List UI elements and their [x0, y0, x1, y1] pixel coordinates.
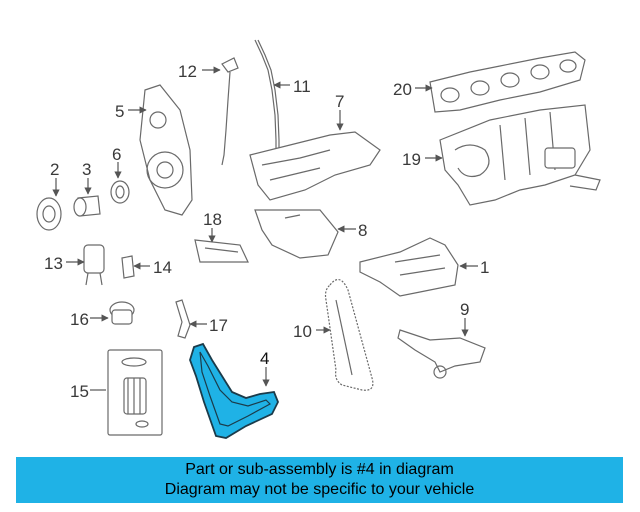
- part-6-seal[interactable]: [110, 180, 130, 204]
- part-4-chain-guide-highlighted[interactable]: [189, 342, 279, 439]
- callout-8[interactable]: 8: [358, 221, 367, 240]
- callout-16[interactable]: 16: [70, 310, 89, 329]
- callout-17[interactable]: 17: [209, 316, 228, 335]
- part-14-gasket[interactable]: [121, 255, 135, 279]
- part-15-oil-filter[interactable]: [107, 349, 163, 436]
- part-17-guide[interactable]: [175, 299, 191, 339]
- part-1-housing[interactable]: [359, 237, 459, 297]
- banner-line-2: Diagram may not be specific to your vehi…: [164, 481, 475, 498]
- part-5-timing-cover[interactable]: [139, 84, 193, 216]
- callout-9[interactable]: 9: [460, 300, 469, 319]
- callout-2[interactable]: 2: [50, 160, 59, 179]
- callout-11[interactable]: 11: [293, 77, 311, 96]
- callout-19[interactable]: 19: [402, 150, 421, 169]
- parts-diagram: 20 19 12 11 7 5 2: [36, 39, 601, 439]
- callout-14[interactable]: 14: [153, 258, 172, 277]
- part-11-dipstick-tube[interactable]: [254, 39, 280, 155]
- part-8-lower-oil-pan[interactable]: [254, 209, 339, 259]
- callout-10[interactable]: 10: [293, 322, 312, 341]
- part-10-timing-chain[interactable]: [324, 279, 374, 391]
- callout-3[interactable]: 3: [82, 160, 91, 179]
- callout-15[interactable]: 15: [70, 382, 89, 401]
- callout-18[interactable]: 18: [203, 210, 222, 229]
- callout-1[interactable]: 1: [480, 258, 489, 277]
- callout-4[interactable]: 4: [260, 349, 269, 368]
- part-13-valve[interactable]: [83, 244, 105, 286]
- banner-line-1: Part or sub-assembly is #4 in diagram: [185, 461, 454, 478]
- part-19-intake-manifold[interactable]: [439, 104, 601, 206]
- part-9-oil-pump[interactable]: [397, 329, 486, 379]
- part-3-hub[interactable]: [73, 195, 101, 217]
- callout-5[interactable]: 5: [115, 102, 124, 121]
- callout-12[interactable]: 12: [178, 62, 197, 81]
- callout-6[interactable]: 6: [112, 145, 121, 164]
- part-18-module[interactable]: [194, 239, 249, 263]
- part-7-upper-oil-pan[interactable]: [249, 131, 381, 201]
- part-20-manifold-gasket[interactable]: [429, 51, 586, 113]
- callout-20[interactable]: 20: [393, 80, 412, 99]
- callout-13[interactable]: 13: [44, 254, 63, 273]
- info-banner: Part or sub-assembly is #4 in diagram Di…: [16, 457, 623, 503]
- part-2-pulley[interactable]: [36, 197, 62, 231]
- part-16-thermostat[interactable]: [109, 301, 135, 325]
- part-12-dipstick[interactable]: [221, 57, 239, 166]
- callout-7[interactable]: 7: [335, 92, 344, 111]
